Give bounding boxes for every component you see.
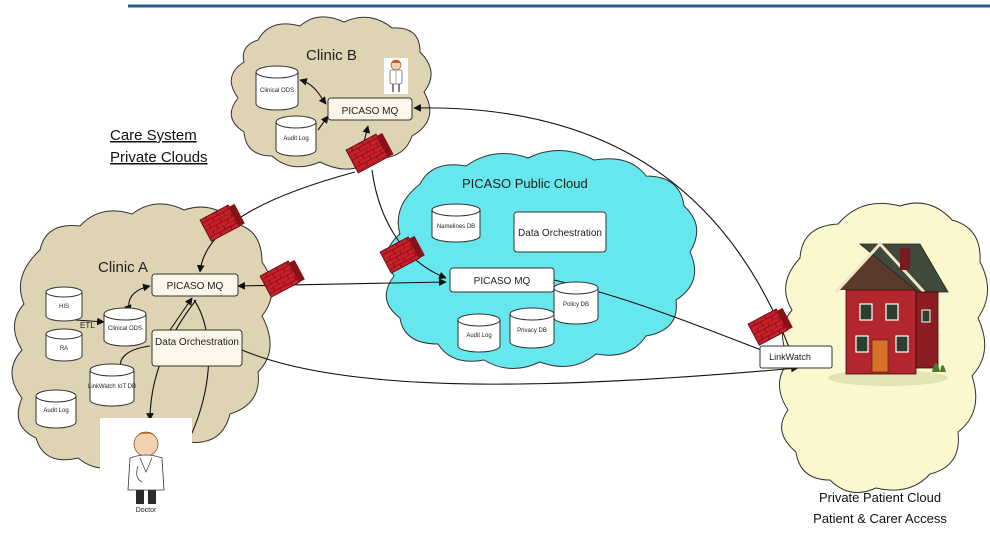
- care-caption-1: Care System: [110, 127, 197, 144]
- firewall-icon: [259, 259, 305, 298]
- public-orchestration-box: [513, 211, 607, 253]
- clinician-icon: [384, 58, 408, 94]
- clinic-a-orchestration-box: [151, 329, 243, 367]
- database-icon: [89, 363, 135, 407]
- database-icon: [45, 328, 83, 362]
- firewall-icon: [345, 132, 394, 174]
- database-icon: [553, 281, 599, 325]
- doctor-icon: [100, 418, 192, 510]
- care-caption-2: Private Clouds: [110, 149, 208, 166]
- clinic-b-mq-box: [327, 97, 413, 121]
- clinic-a-orchestration-label: Data Orchestration: [155, 337, 239, 348]
- clinic-a-etl-label: ETL: [80, 321, 95, 330]
- database-icon: [275, 115, 317, 157]
- database-icon: [509, 307, 555, 349]
- clinic-b-mq-label: PICASO MQ: [342, 106, 399, 117]
- database-icon: [255, 65, 299, 111]
- patient-cloud-caption-2: Patient & Carer Access: [813, 511, 947, 526]
- clinic-a-mq-box: [151, 273, 239, 297]
- firewall-icon: [379, 235, 425, 274]
- database-icon: [431, 203, 481, 243]
- clinic-a-linkwatch-db-label: LinkWatch IoT DB: [88, 384, 136, 390]
- database-icon: [103, 307, 147, 347]
- doctor-label: Doctor: [136, 507, 157, 514]
- clinic-a-ods-label: Clinical ODS: [108, 326, 142, 332]
- firewall-icon: [199, 203, 245, 242]
- clinic-b-ods-label: Clinical ODS: [260, 88, 294, 94]
- public-privacy-label: Privacy DB: [517, 328, 547, 334]
- database-icon: [35, 389, 77, 429]
- clinic-a-mq-label: PICASO MQ: [167, 281, 224, 292]
- public-orchestration-label: Data Orchestration: [518, 228, 602, 239]
- linkwatch-label: LinkWatch: [769, 352, 811, 362]
- database-icon: [45, 286, 83, 322]
- patient-cloud-caption-1: Private Patient Cloud: [819, 490, 941, 505]
- clinic-a-title: Clinic A: [98, 259, 148, 276]
- clinic-a-ra-label: RA: [60, 346, 68, 352]
- clinic-b-title: Clinic B: [306, 47, 357, 64]
- public-policy-label: Policy DB: [563, 302, 589, 308]
- firewall-icon: [747, 307, 793, 346]
- clinic-b-audit-label: Audit Log: [283, 136, 308, 142]
- public-mq-label: PICASO MQ: [474, 276, 531, 287]
- clinic-a-his-label: HIS: [59, 304, 69, 310]
- linkwatch-box: [759, 345, 833, 369]
- public-namelines-label: Namelines DB: [437, 224, 475, 230]
- house-icon: [828, 241, 949, 386]
- public-audit-label: Audit Log: [466, 333, 491, 339]
- public-mq-box: [449, 267, 555, 293]
- public-cloud-title: PICASO Public Cloud: [462, 176, 588, 191]
- clinic-a-audit-label: Audit Log: [43, 408, 68, 414]
- database-icon: [457, 313, 501, 353]
